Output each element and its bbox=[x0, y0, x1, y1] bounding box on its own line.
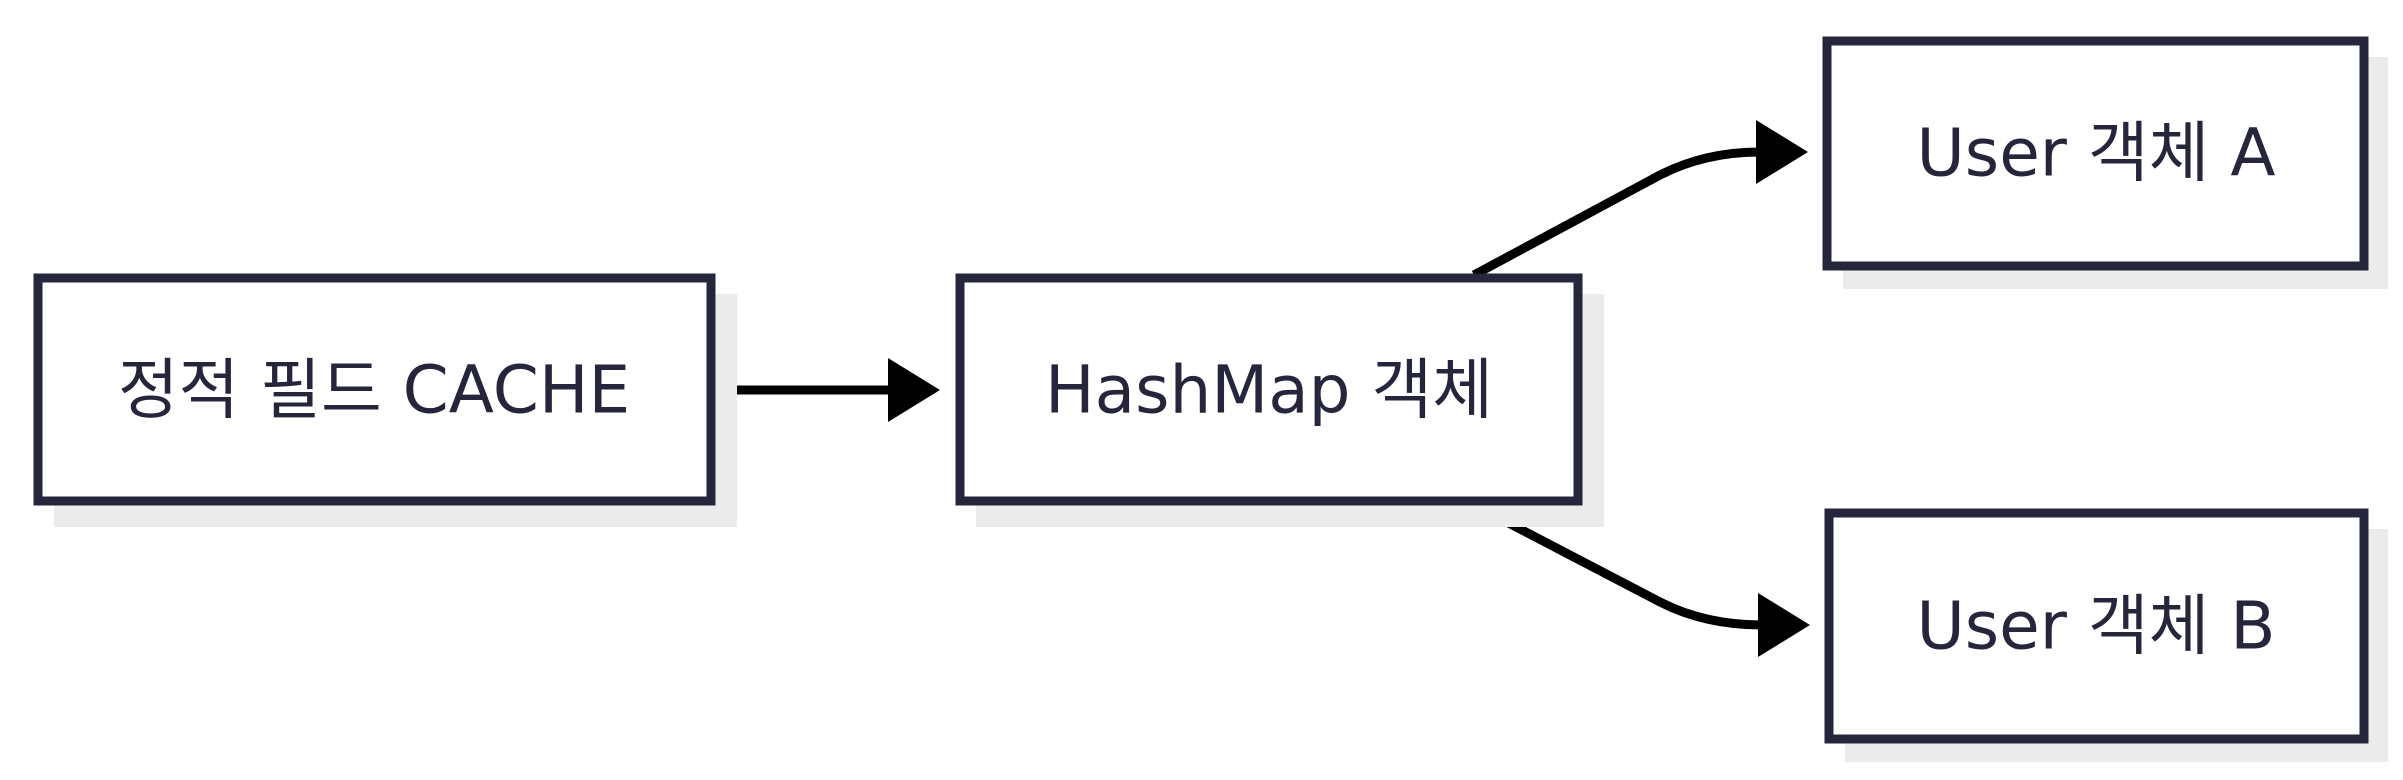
node-label: User 객체 B bbox=[1916, 588, 2275, 665]
node-static-field-cache: 정적 필드 CACHE bbox=[33, 273, 737, 527]
node-hashmap-object: HashMap 객체 bbox=[955, 273, 1604, 527]
node-user-object-a: User 객체 A bbox=[1822, 36, 2388, 289]
node-user-object-b: User 객체 B bbox=[1824, 508, 2388, 762]
node-box bbox=[955, 273, 1583, 506]
arrowhead bbox=[1756, 120, 1808, 184]
edge-hashmap-to-user-a bbox=[1471, 120, 1808, 279]
arrowhead bbox=[888, 358, 940, 422]
node-label: User 객체 A bbox=[1917, 115, 2276, 192]
node-box bbox=[1822, 36, 2369, 271]
arrowhead bbox=[1758, 593, 1810, 657]
node-label: HashMap 객체 bbox=[1045, 352, 1493, 429]
edge-hashmap-to-user-b bbox=[1471, 501, 1810, 657]
edge-cache-to-hashmap bbox=[712, 358, 940, 422]
node-label: 정적 필드 CACHE bbox=[118, 352, 630, 429]
node-box bbox=[1824, 508, 2369, 744]
node-box bbox=[33, 273, 716, 506]
